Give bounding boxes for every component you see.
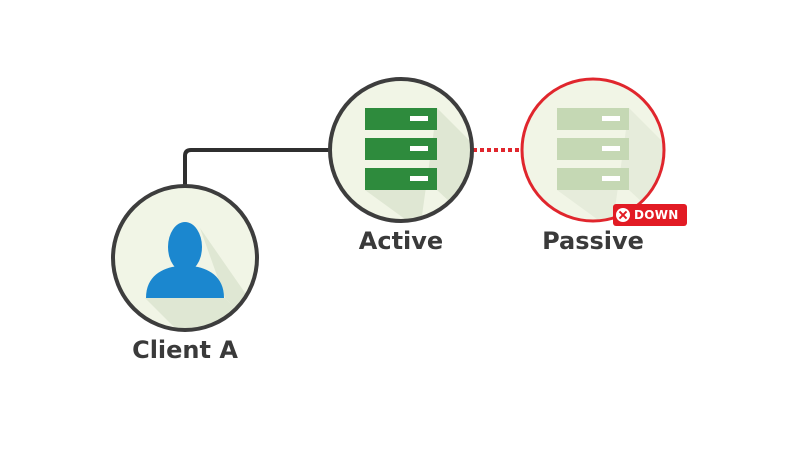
person-icon <box>146 222 224 298</box>
status-badge-text: DOWN <box>634 208 679 222</box>
node-active[interactable] <box>328 77 480 230</box>
connector-client-active <box>183 148 330 186</box>
status-badge-down: DOWN <box>613 204 687 226</box>
node-client-label: Client A <box>132 336 238 364</box>
server-stack-icon <box>557 108 629 190</box>
node-passive-label: Passive <box>542 227 644 255</box>
node-passive[interactable] <box>520 77 672 230</box>
server-stack-icon <box>365 108 437 190</box>
node-client-shadow <box>145 298 257 330</box>
close-circle-icon <box>616 208 630 222</box>
node-active-label: Active <box>358 227 444 255</box>
